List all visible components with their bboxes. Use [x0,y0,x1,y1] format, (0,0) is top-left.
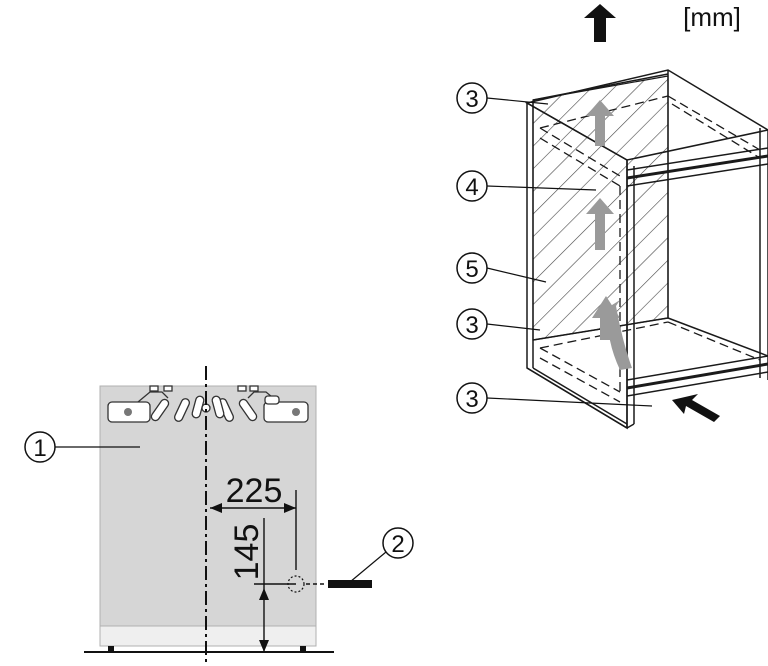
callout-3-bottom: 3 [456,382,653,414]
dimension-145 [254,518,296,652]
airflow-arrow-top-icon [586,100,614,146]
connection-point [287,575,305,593]
airflow-arrow-middle-icon [586,198,614,250]
callout-4-label: 4 [465,174,478,201]
mounting-bracket [107,385,309,423]
unit-label: [mm] [683,2,741,32]
callout-4: 4 [456,170,597,202]
dimension-225 [210,490,297,570]
airflow-arrows [586,100,632,370]
front-view-drawing: 225 145 1 2 [24,366,414,666]
top-up-arrow-icon [584,4,616,42]
callout-1-label: 1 [33,435,46,462]
callout-5-label: 5 [465,256,478,283]
callout-3-middle: 3 [456,308,541,340]
dimension-145-label: 145 [228,524,266,581]
cabinet-3d-drawing [524,69,768,430]
callout-3-middle-label: 3 [465,312,478,339]
appliance-back-panel [99,385,317,627]
callout-3-top-label: 3 [465,86,478,113]
callout-3-bottom-label: 3 [465,386,478,413]
socket-bar [328,580,372,588]
dimension-225-label: 225 [226,472,283,510]
callout-5: 5 [456,252,547,284]
air-inlet-arrow-icon [672,394,720,422]
callout-3-top: 3 [456,82,549,114]
callout-2-label: 2 [391,531,404,558]
